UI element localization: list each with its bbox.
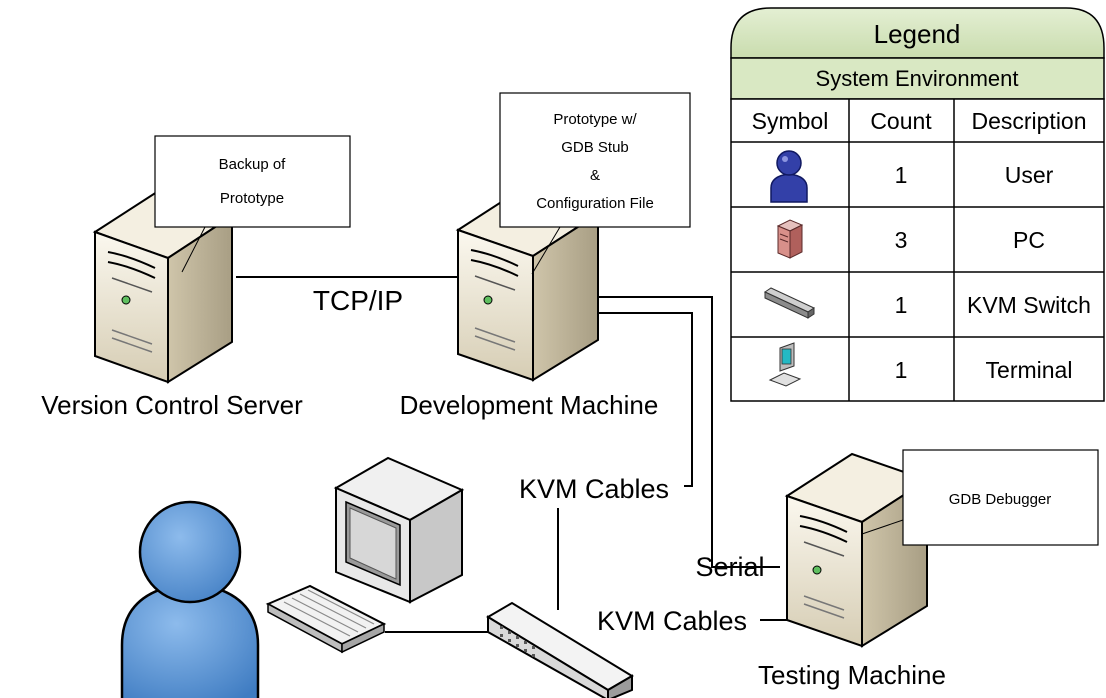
user-icon (120, 500, 260, 698)
kvm-link-upper (598, 312, 693, 487)
dev-callout-line-4: Configuration File (536, 195, 654, 212)
legend-header-description: Description (971, 108, 1086, 134)
legend-subtitle-band (730, 57, 1105, 100)
serial-link (598, 296, 780, 568)
connections (236, 276, 790, 633)
tcp-ip-label: TCP/IP (313, 285, 403, 316)
legend-row-terminal: 1 Terminal (768, 342, 1073, 387)
legend-count-terminal: 1 (895, 357, 908, 383)
version-control-server-label: Version Control Server (41, 390, 303, 420)
legend-header-symbol: Symbol (752, 108, 829, 134)
testing-machine-callout: GDB Debugger (902, 449, 1099, 546)
legend-user-icon (770, 150, 808, 203)
legend-kvm-switch-icon (763, 287, 816, 319)
kvm-cables-upper-label: KVM Cables (519, 474, 669, 504)
development-machine-label: Development Machine (400, 390, 659, 420)
legend-desc-terminal: Terminal (986, 357, 1073, 383)
legend-subtitle: System Environment (816, 66, 1019, 91)
legend-title-band (730, 7, 1105, 59)
vcs-callout-line-2: Prototype (220, 190, 284, 207)
legend-desc-pc: PC (1013, 227, 1045, 253)
legend-desc-kvm-switch: KVM Switch (967, 292, 1091, 318)
testing-machine-label: Testing Machine (758, 660, 946, 690)
legend-count-pc: 3 (895, 227, 908, 253)
legend-count-user: 1 (895, 162, 908, 188)
serial-label: Serial (695, 552, 764, 582)
dev-callout-line-1: Prototype w/ (553, 111, 637, 128)
legend-desc-user: User (1005, 162, 1054, 188)
legend-terminal-icon (768, 342, 802, 387)
legend-row-kvm-switch: 1 KVM Switch (763, 287, 1091, 319)
terminal-icon (265, 456, 465, 654)
legend-count-kvm-switch: 1 (895, 292, 908, 318)
kvm-cables-lower-label: KVM Cables (597, 606, 747, 636)
development-machine-callout: Prototype w/ GDB Stub & Configuration Fi… (499, 92, 691, 228)
legend-row-pc: 3 PC (776, 219, 1045, 259)
dev-callout-line-2: GDB Stub (561, 139, 629, 156)
legend: Legend System Environment Symbol Count D… (730, 7, 1105, 402)
legend-header-count: Count (870, 108, 932, 134)
legend-title: Legend (874, 19, 961, 49)
dev-callout-line-3: & (590, 167, 600, 184)
kvm-switch-icon (486, 601, 634, 698)
testing-callout-line-1: GDB Debugger (949, 491, 1052, 508)
version-control-callout: Backup of Prototype (154, 135, 351, 228)
vcs-callout-line-1: Backup of (219, 156, 287, 173)
legend-pc-icon (776, 219, 804, 259)
legend-row-user: 1 User (770, 150, 1054, 203)
